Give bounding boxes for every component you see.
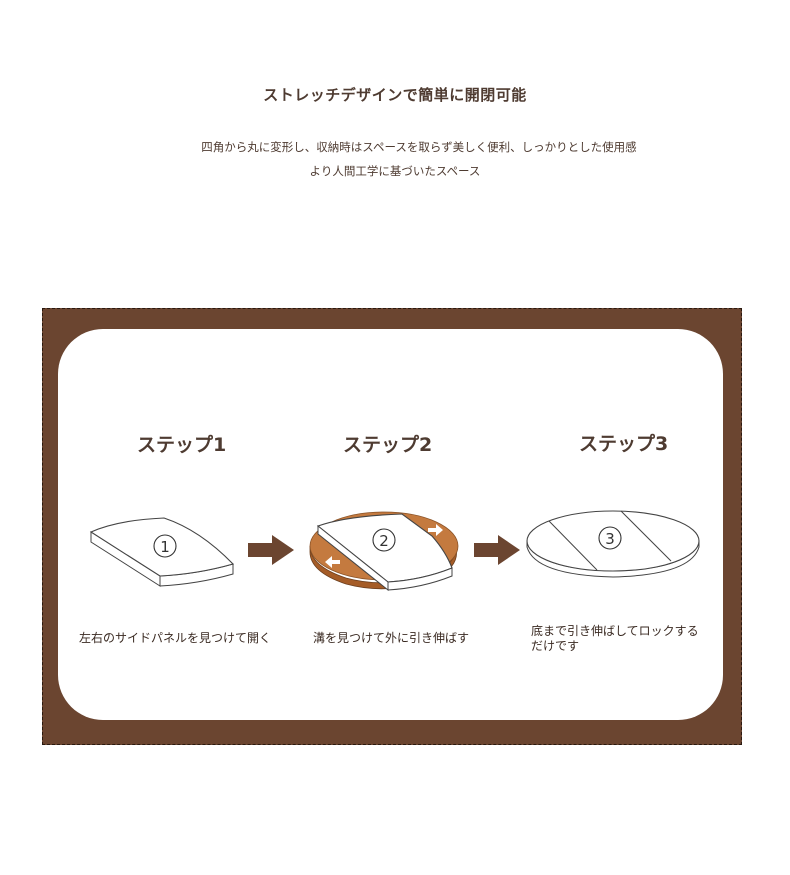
step-3-number: 3 — [605, 530, 615, 548]
step-3-illustration: 3 — [526, 510, 700, 578]
arrow-right-icon — [474, 535, 520, 565]
step-2-title: ステップ2 — [343, 434, 433, 456]
step-1-caption: 左右のサイドパネルを見つけて開く — [79, 631, 272, 645]
step-3-caption-line-1: 底まで引き伸ばしてロックする — [531, 624, 699, 638]
description-line-1: 四角から丸に変形し、収納時はスペースを取らず美しく便利、しっかりとした使用感 — [201, 140, 637, 154]
step-3-caption: 底まで引き伸ばしてロックする だけです — [531, 624, 699, 654]
step-3-title: ステップ3 — [579, 433, 669, 455]
step-1-number: 1 — [160, 538, 170, 556]
step-3-caption-line-2: だけです — [531, 639, 580, 653]
step-3-number-circle — [598, 526, 622, 550]
step-2-illustration: 2 — [309, 511, 459, 592]
step-1-title: ステップ1 — [137, 434, 227, 456]
step-1-illustration: 1 — [89, 517, 235, 587]
description-line-2: より人間工学に基づいたスペース — [309, 164, 481, 178]
step-2-number: 2 — [379, 532, 389, 550]
step-1-number-circle — [153, 534, 177, 558]
page-title: ストレッチデザインで簡単に開閉可能 — [263, 86, 527, 104]
arrow-right-icon — [248, 535, 294, 565]
step-2-number-circle — [372, 528, 396, 552]
step-2-caption: 溝を見つけて外に引き伸ばす — [313, 631, 470, 645]
